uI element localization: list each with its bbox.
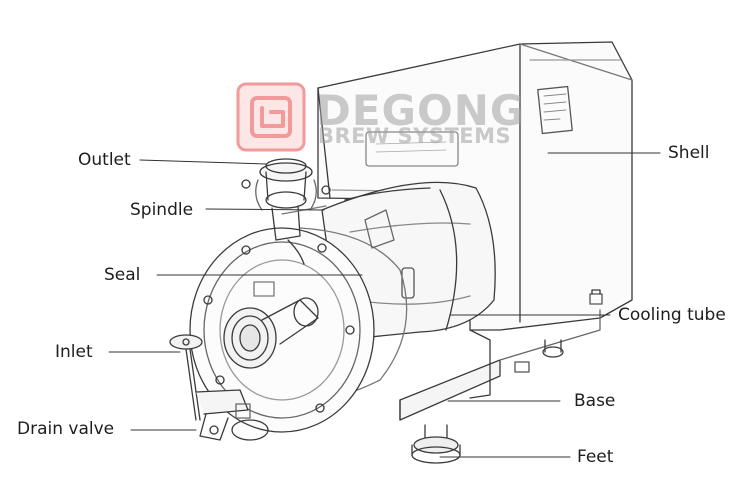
pump-head <box>189 227 375 433</box>
label-spindle: Spindle <box>130 200 194 220</box>
label-base: Base <box>574 391 616 411</box>
label-shell: Shell <box>668 143 710 163</box>
brand-subtitle: BREW SYSTEMS <box>318 124 512 148</box>
outlet-leader-line <box>139 159 267 165</box>
leader-lines <box>108 152 661 458</box>
brand-logo-mark <box>236 82 306 152</box>
outlet-port <box>241 158 331 241</box>
label-feet: Feet <box>577 447 614 467</box>
feet <box>411 339 564 464</box>
cooling-tube-fitting <box>589 289 603 305</box>
label-cooling-tube: Cooling tube <box>618 305 726 325</box>
label-drain-valve: Drain valve <box>17 419 115 439</box>
inlet-port <box>223 297 319 369</box>
brand-name: DEGONG <box>316 86 526 135</box>
base-frame <box>399 309 601 421</box>
drain-valve <box>169 334 269 441</box>
label-seal: Seal <box>104 265 141 285</box>
label-outlet: Outlet <box>78 150 131 170</box>
label-inlet: Inlet <box>55 342 93 362</box>
spindle-leader-line <box>205 208 325 211</box>
